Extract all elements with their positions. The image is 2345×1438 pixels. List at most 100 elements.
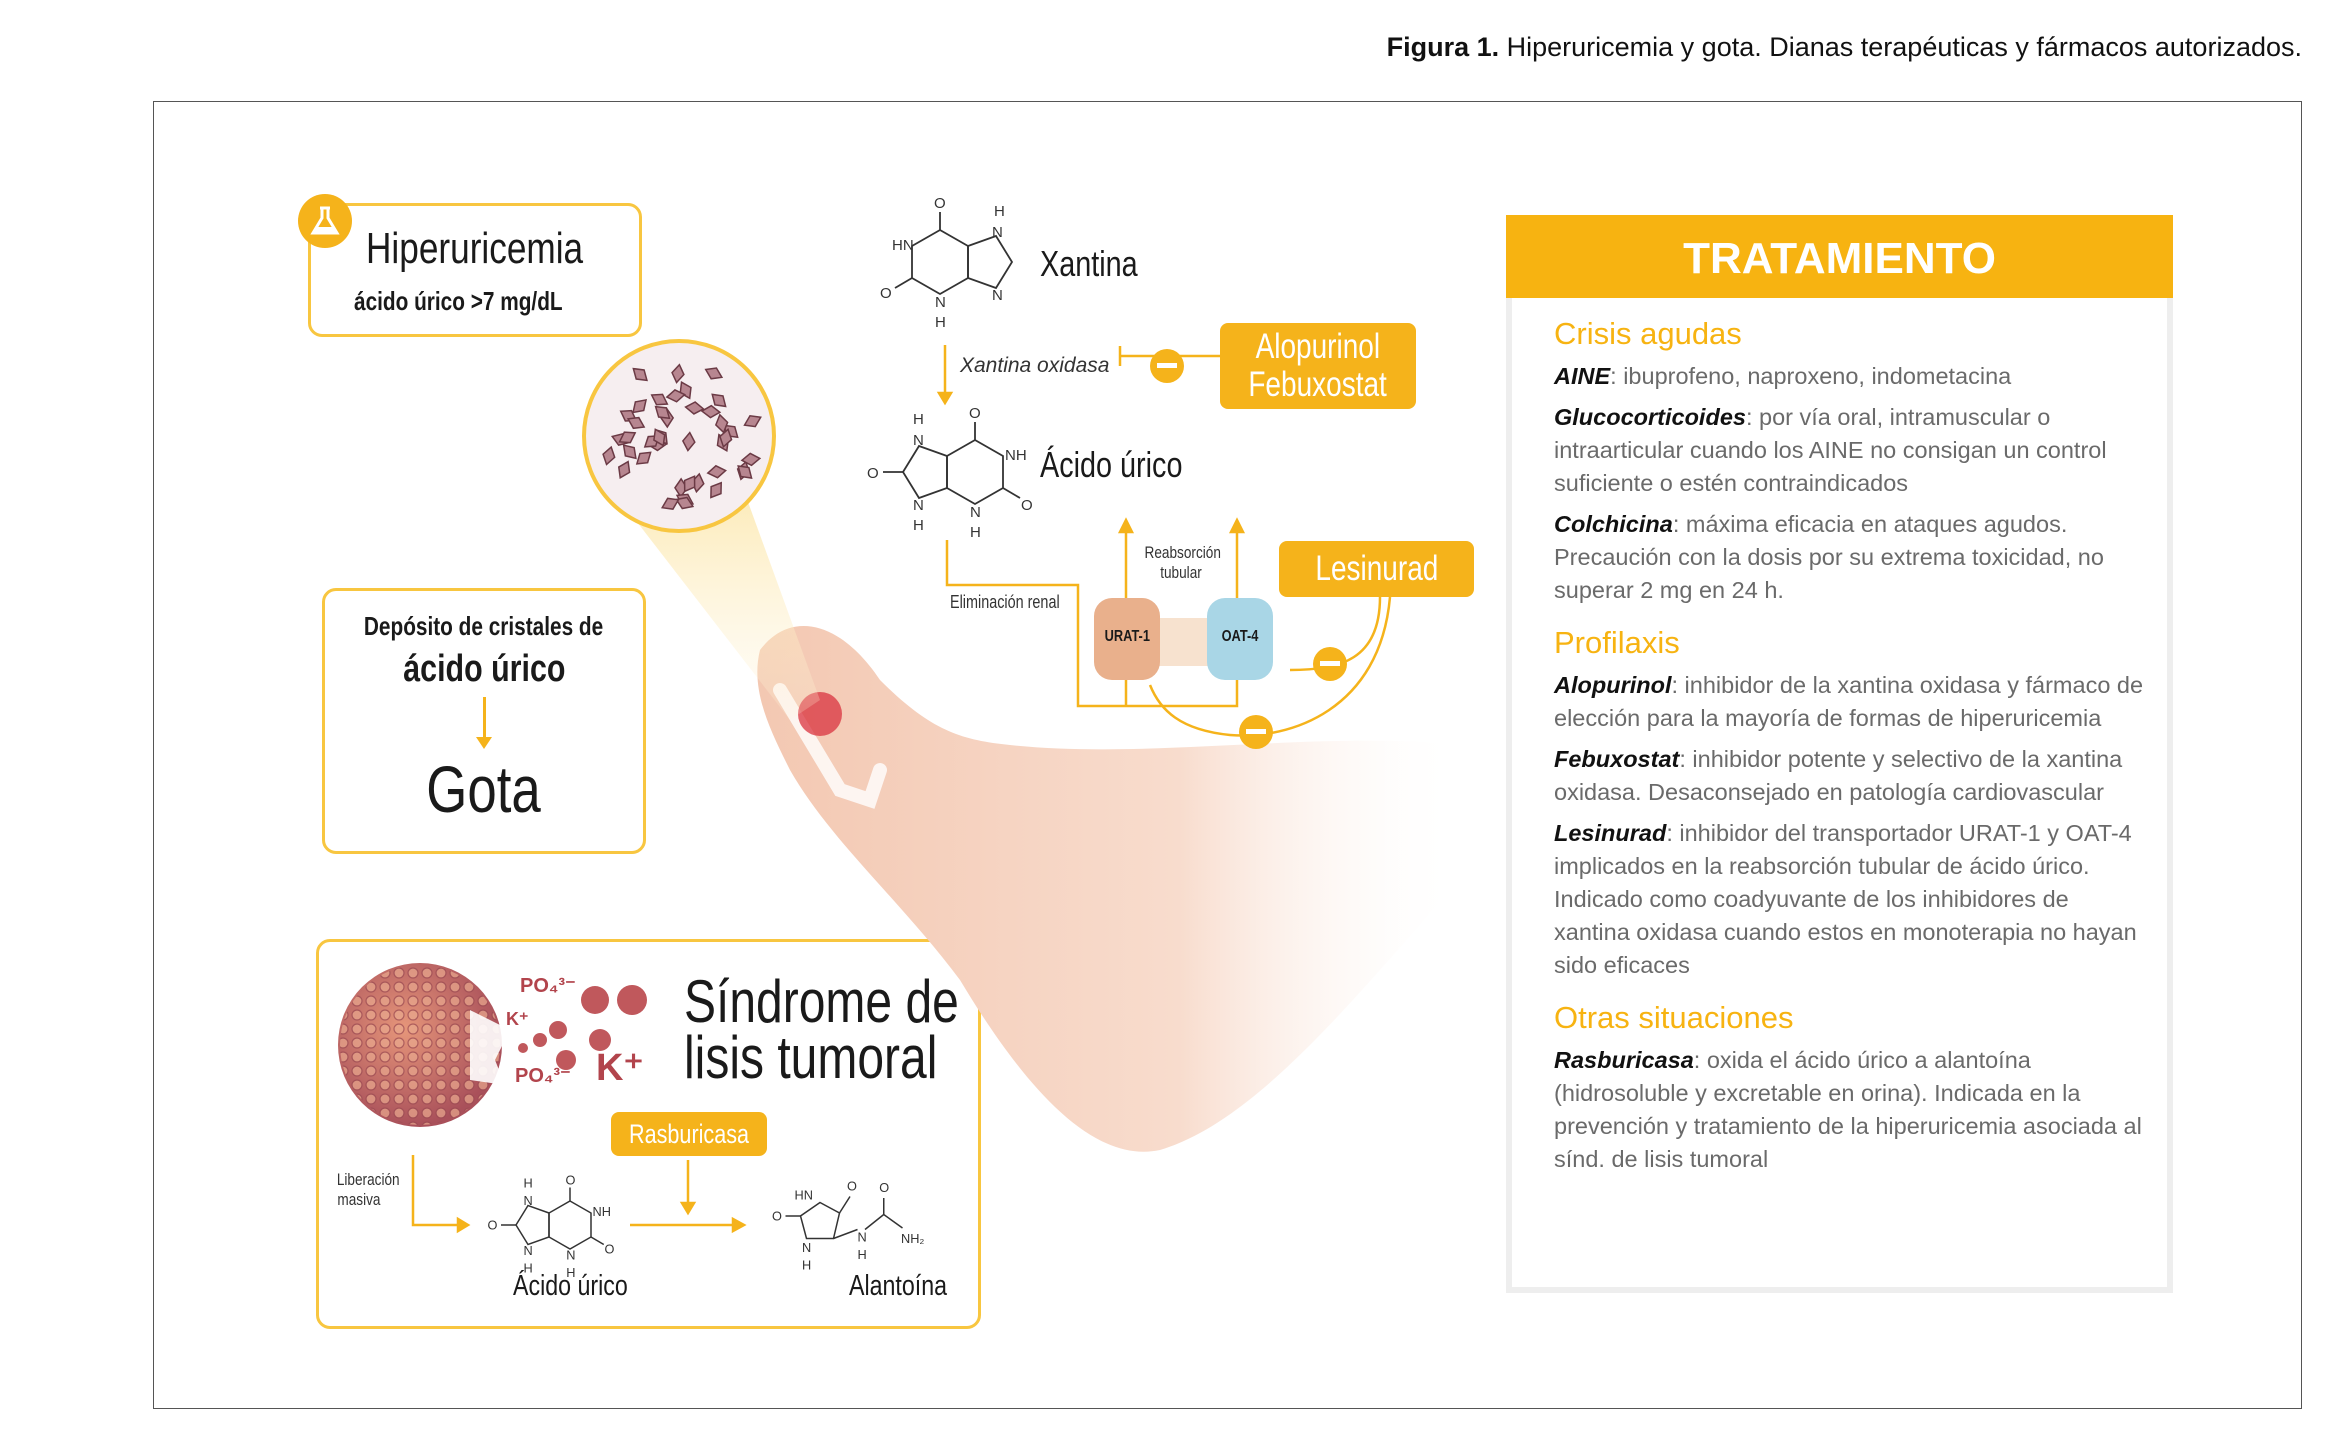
inhibit-icon [1239, 715, 1273, 749]
svg-text:N: N [992, 224, 1003, 241]
acido-urico-molecule: O H N NH O N H N H O [867, 405, 1033, 541]
urate-crystal [602, 445, 616, 466]
treatment-entry: Colchicina: máxima eficacia en ataques a… [1554, 511, 2104, 603]
svg-text:H: H [935, 314, 946, 331]
urate-crystal [681, 431, 696, 452]
svg-text:H: H [858, 1247, 867, 1262]
urate-crystal [635, 451, 652, 465]
treatment-entry: AINE: ibuprofeno, naproxeno, indometacin… [1554, 363, 2012, 389]
urate-crystal [650, 393, 669, 406]
svg-text:H: H [913, 411, 924, 428]
crystals-magnified [582, 339, 776, 533]
urate-crystal [665, 389, 687, 403]
svg-text:N: N [913, 497, 924, 514]
svg-text:N: N [858, 1230, 867, 1245]
ion-label: PO₄³⁻ [515, 1065, 571, 1087]
svg-text:NH: NH [1005, 447, 1027, 464]
treatment-entry: Lesinurad: inhibidor del transportador U… [1554, 820, 2137, 978]
gota-label: Gota [426, 752, 542, 826]
membrane-channel [1155, 618, 1215, 666]
urate-crystal [675, 496, 695, 510]
svg-text:H: H [802, 1257, 811, 1272]
svg-text:N: N [566, 1248, 575, 1263]
acido-urico-caption: Ácido úrico [513, 1270, 628, 1302]
deposito-line2: ácido úrico [402, 648, 566, 690]
ion-label: PO₄³⁻ [520, 975, 576, 997]
section-crisis-agudas: Crisis agudas AINE: ibuprofeno, naproxen… [1554, 316, 2144, 607]
hiperuricemia-threshold: ácido úrico >7 mg/dL [354, 286, 563, 316]
svg-text:O: O [605, 1242, 615, 1257]
acido-urico-label: Ácido úrico [1040, 444, 1183, 485]
svg-text:O: O [880, 285, 892, 302]
svg-text:H: H [994, 203, 1005, 220]
svg-text:NH: NH [593, 1204, 611, 1219]
urate-crystal [706, 464, 727, 479]
section-heading: Otras situaciones [1554, 1000, 1794, 1035]
lisis-tumoral-box [316, 939, 981, 1329]
svg-text:H: H [970, 524, 981, 541]
urate-crystal [626, 416, 646, 430]
urate-crystal [653, 428, 666, 447]
urate-crystal [671, 363, 685, 384]
enzyme-label: Xantina oxidasa [960, 354, 1110, 377]
lesinurad-badge: Lesinurad [1279, 541, 1474, 597]
inhibit-icon [1313, 647, 1347, 681]
urate-crystal [683, 475, 696, 493]
svg-text:O: O [934, 195, 946, 212]
svg-text:H: H [524, 1260, 533, 1275]
deposito-box: Depósito de cristales de ácido úrico Got… [322, 588, 646, 854]
svg-text:N: N [992, 287, 1003, 304]
svg-text:O: O [867, 465, 879, 482]
inhibit-icon [1150, 349, 1184, 383]
treatment-entry: Glucocorticoides: por vía oral, intramus… [1554, 404, 2107, 496]
ion-particles [518, 985, 647, 1070]
tratamiento-content: Crisis agudas AINE: ibuprofeno, naproxen… [1554, 316, 2144, 1184]
alantoina-caption: Alantoína [849, 1270, 948, 1302]
toe-bone [773, 683, 887, 809]
foot-illustration [757, 626, 1460, 1152]
eliminacion-renal-label: Eliminación renal [950, 592, 1060, 612]
svg-text:N: N [935, 294, 946, 311]
svg-text:O: O [969, 405, 981, 422]
section-profilaxis: Profilaxis Alopurinol: inhibidor de la x… [1554, 625, 2144, 982]
urate-crystal [740, 452, 762, 467]
svg-text:O: O [772, 1209, 782, 1224]
alantoina-molecule: HN O O O N H N H NH₂ [772, 1179, 924, 1273]
urate-crystal [719, 428, 733, 449]
hiperuricemia-title: Hiperuricemia [366, 224, 584, 273]
xantina-molecule: O HN H N O N H N [880, 195, 1014, 331]
lisis-arrows [411, 1155, 747, 1234]
svg-text:HN: HN [795, 1188, 813, 1203]
urate-crystal [700, 404, 722, 419]
caption-label: Figura 1. [1386, 32, 1500, 62]
urate-crystal [617, 460, 631, 480]
section-otras-situaciones: Otras situaciones Rasburicasa: oxida el … [1554, 1000, 2144, 1176]
svg-text:N: N [802, 1240, 811, 1255]
caption-text: Hiperuricemia y gota. Dianas terapéutica… [1499, 32, 2302, 62]
urate-crystal [622, 444, 637, 460]
rasburicasa-badge: Rasburicasa [611, 1112, 767, 1156]
urate-crystal [737, 465, 753, 479]
ion-label: K⁺ [506, 1009, 529, 1029]
urate-crystal [743, 414, 762, 428]
tratamiento-header: TRATAMIENTO [1506, 215, 2173, 298]
svg-text:O: O [847, 1179, 857, 1194]
svg-text:HN: HN [892, 237, 914, 254]
treatment-entry: Alopurinol: inhibidor de la xantina oxid… [1554, 672, 2144, 731]
urate-crystal [710, 481, 722, 499]
oat4-transporter [1207, 598, 1273, 680]
figure-frame [153, 101, 2302, 1409]
urate-crystal [654, 405, 671, 420]
urat1-transporter [1094, 598, 1160, 680]
svg-text:O: O [1021, 497, 1033, 514]
urate-crystal [632, 367, 648, 382]
ion-labels: PO₄³⁻ K⁺ K⁺ PO₄³⁻ [506, 975, 644, 1089]
flask-icon [298, 194, 352, 248]
treatment-entry: Febuxostat: inhibidor potente y selectiv… [1554, 746, 2123, 805]
svg-text:H: H [913, 517, 924, 534]
figure-caption: Figura 1. Hiperuricemia y gota. Dianas t… [1387, 32, 2302, 63]
ion-label: K⁺ [596, 1047, 644, 1089]
svg-text:N: N [970, 504, 981, 521]
